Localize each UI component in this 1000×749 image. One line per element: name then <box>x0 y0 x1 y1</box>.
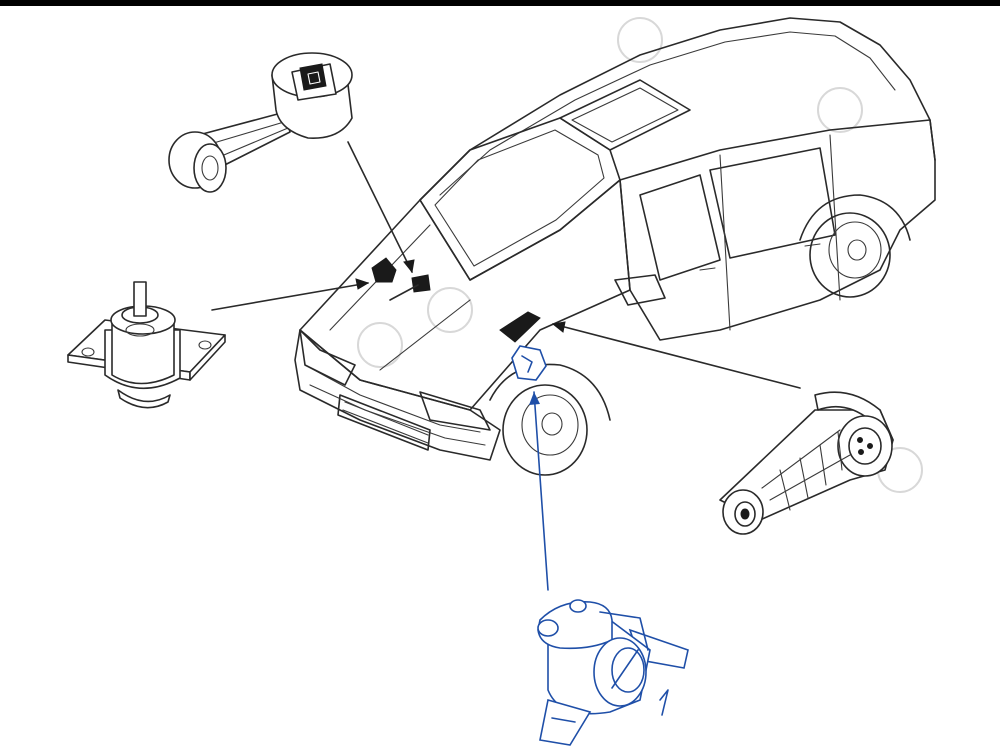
rear-torque-mount <box>719 391 894 535</box>
top-border <box>0 0 1000 6</box>
torque-rod-mount <box>168 52 353 193</box>
transmission-mount <box>537 599 689 746</box>
watermark <box>357 17 923 493</box>
car-illustration <box>294 17 936 476</box>
transmission-mount-location <box>511 345 547 381</box>
leader-lines <box>211 141 801 591</box>
hydraulic-engine-mount <box>67 281 226 409</box>
